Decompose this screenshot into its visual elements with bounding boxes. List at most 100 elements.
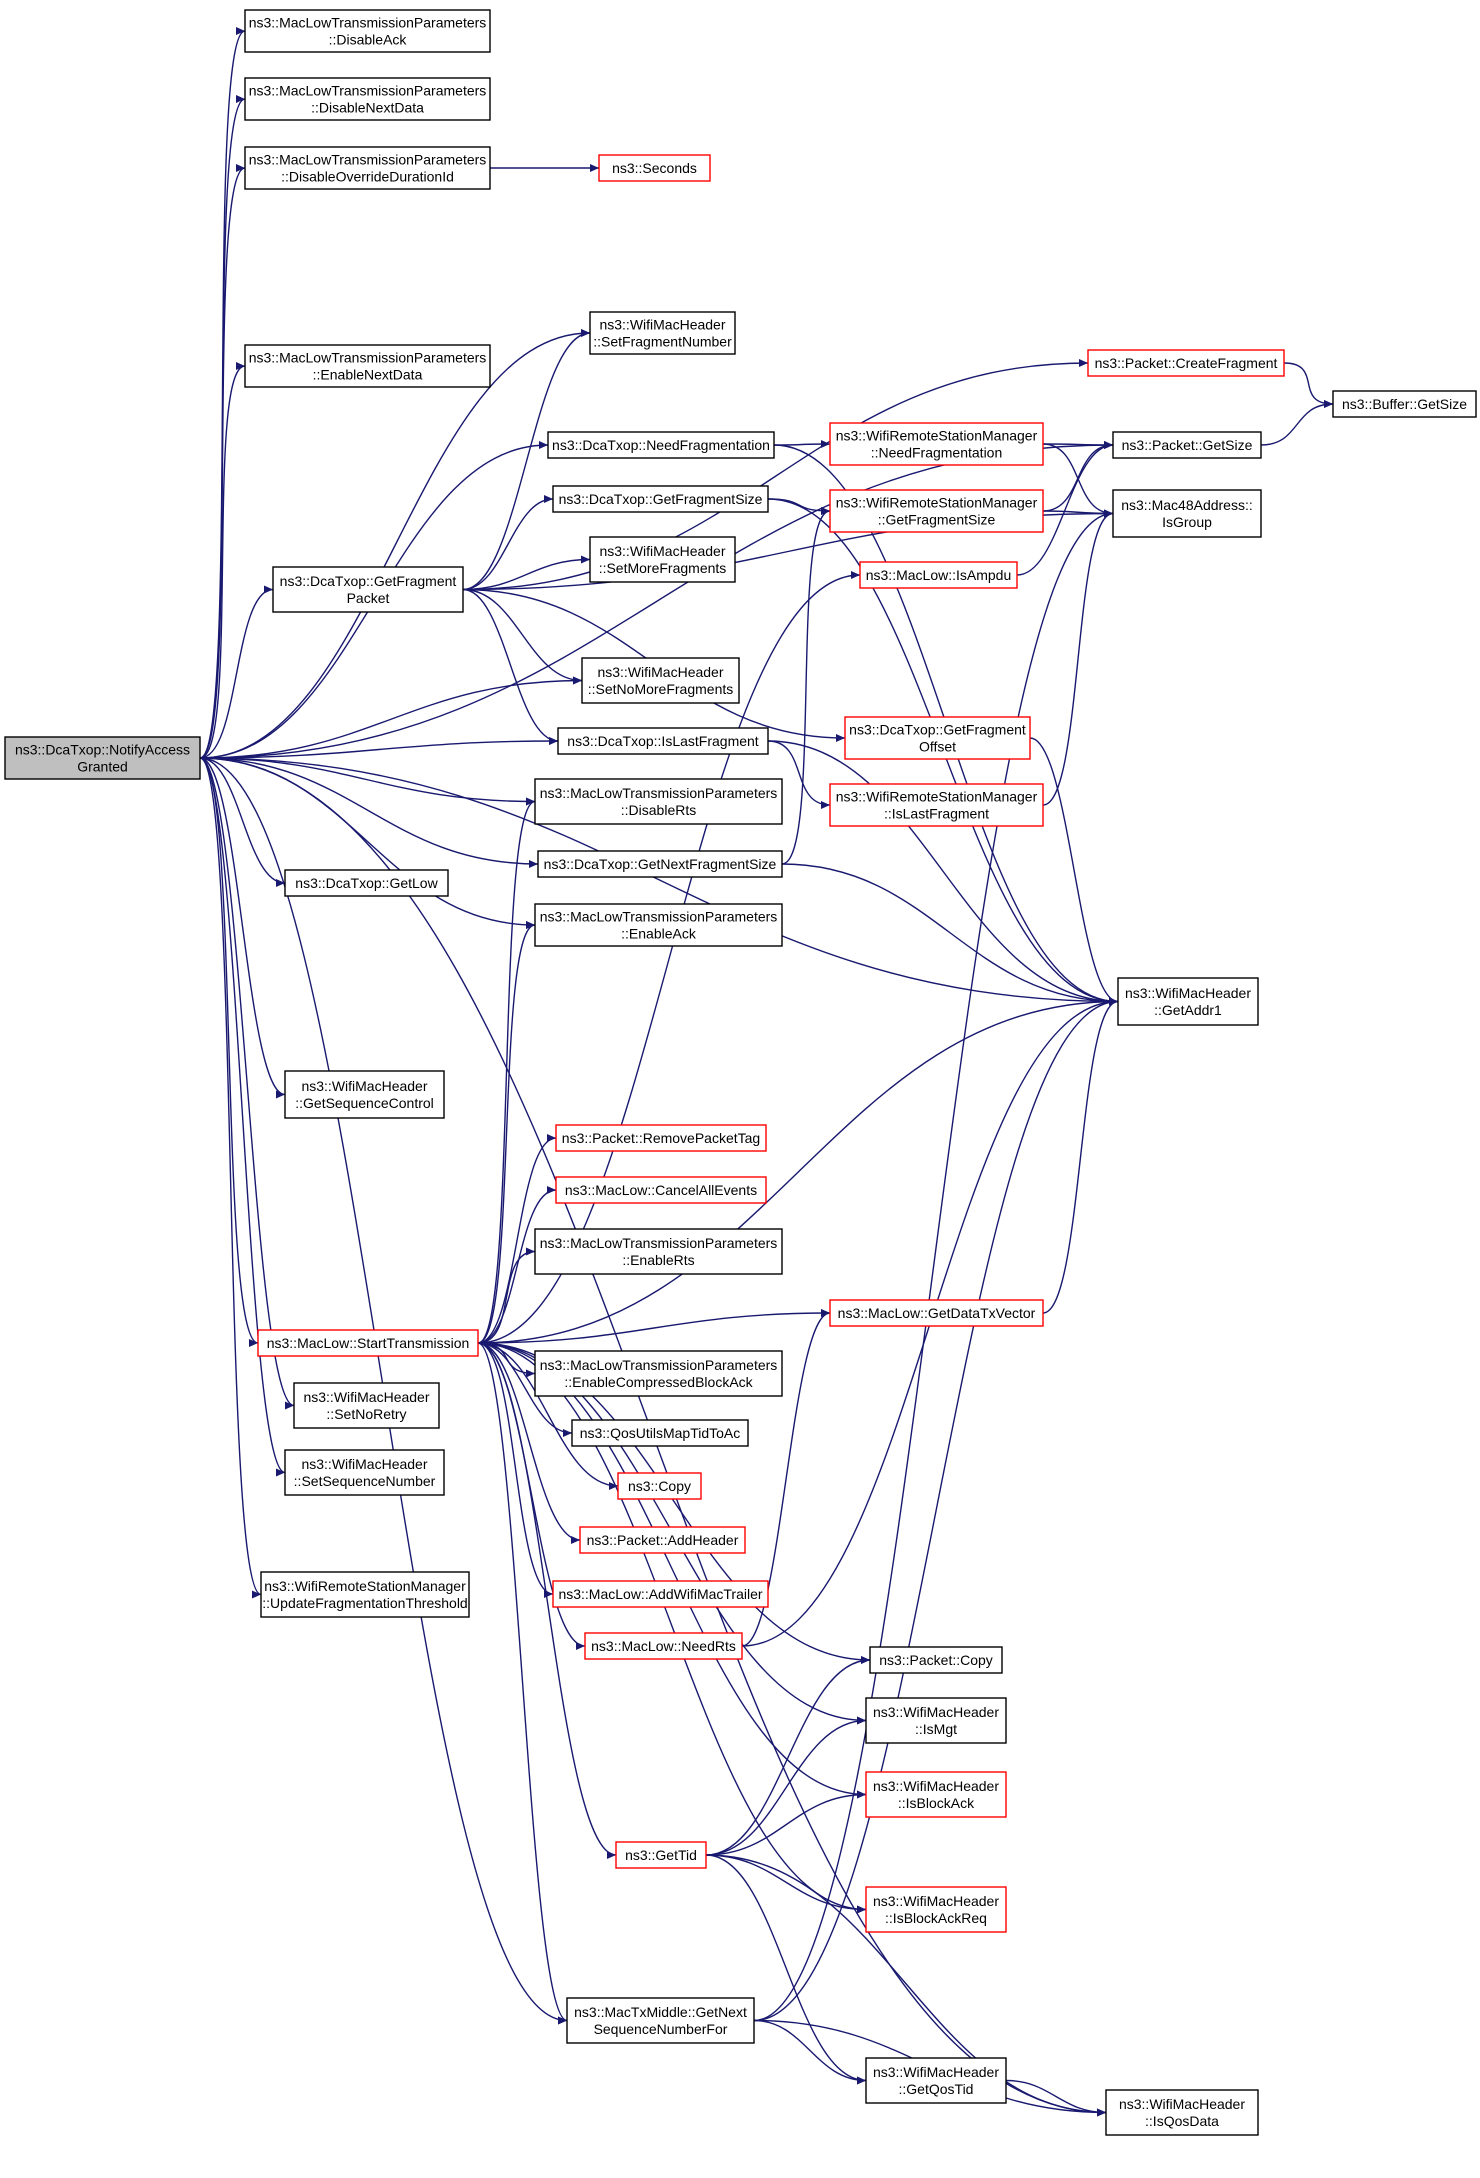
- node-box: [615, 1841, 707, 1869]
- node-bufferGetSize[interactable]: ns3::Buffer::GetSize: [1332, 390, 1477, 418]
- edge-root-to-setNoRetry: [199, 757, 295, 1410]
- node-setMoreFragments[interactable]: ns3::WifiMacHeader::SetMoreFragments: [589, 536, 736, 583]
- node-addWifiMacTrailer[interactable]: ns3::MacLow::AddWifiMacTrailer: [552, 1580, 769, 1608]
- node-box: [829, 489, 1044, 533]
- node-enableRts[interactable]: ns3::MacLowTransmissionParameters::Enabl…: [534, 1228, 783, 1275]
- node-box: [534, 1228, 783, 1275]
- node-isBlockAck[interactable]: ns3::WifiMacHeader::IsBlockAck: [865, 1771, 1007, 1818]
- node-enableNextData[interactable]: ns3::MacLowTransmissionParameters::Enabl…: [244, 344, 491, 388]
- node-getAddr1[interactable]: ns3::WifiMacHeader::GetAddr1: [1117, 977, 1259, 1026]
- node-label-line: ns3::MacLow::AddWifiMacTrailer: [558, 1586, 762, 1602]
- node-needFragmentation[interactable]: ns3::DcaTxop::NeedFragmentation: [547, 431, 775, 459]
- node-disableAck[interactable]: ns3::MacLowTransmissionParameters::Disab…: [244, 9, 491, 53]
- edge-root-to-isLastFragment: [199, 737, 559, 759]
- node-getNextFragmentSize[interactable]: ns3::DcaTxop::GetNextFragmentSize: [537, 850, 783, 878]
- edge-root-to-getFragmentPacket: [199, 585, 274, 759]
- node-disableRts[interactable]: ns3::MacLowTransmissionParameters::Disab…: [534, 778, 783, 825]
- node-label-line: Offset: [919, 739, 956, 755]
- node-label-line: ns3::WifiRemoteStationManager: [264, 1578, 466, 1594]
- node-packetCopy[interactable]: ns3::Packet::Copy: [869, 1646, 1003, 1674]
- node-isLastFragment[interactable]: ns3::DcaTxop::IsLastFragment: [557, 727, 769, 755]
- node-setSequenceNumber[interactable]: ns3::WifiMacHeader::SetSequenceNumber: [284, 1449, 445, 1496]
- node-label-line: IsGroup: [1162, 514, 1212, 530]
- node-disableOverride[interactable]: ns3::MacLowTransmissionParameters::Disab…: [244, 146, 491, 190]
- node-setNoMoreFragments[interactable]: ns3::WifiMacHeader::SetNoMoreFragments: [581, 657, 740, 704]
- node-createFragment[interactable]: ns3::Packet::CreateFragment: [1087, 349, 1285, 377]
- node-box: [865, 1886, 1007, 1933]
- node-label-line: ::DisableAck: [329, 32, 408, 48]
- node-wrsmIsLastFragment[interactable]: ns3::WifiRemoteStationManager::IsLastFra…: [829, 783, 1044, 827]
- node-label-line: ns3::WifiMacHeader: [873, 1778, 999, 1794]
- node-label-line: ns3::MacLowTransmissionParameters: [540, 1357, 778, 1373]
- node-qosUtilsMapTidToAc[interactable]: ns3::QosUtilsMapTidToAc: [571, 1419, 749, 1447]
- node-label-line: ns3::DcaTxop::GetFragment: [280, 573, 457, 589]
- node-label-line: ns3::WifiMacHeader: [597, 664, 723, 680]
- node-label-line: ns3::MacLow::StartTransmission: [267, 1335, 470, 1351]
- edge-getFragmentPacket-to-setMoreFragments: [462, 555, 591, 591]
- node-getTid[interactable]: ns3::GetTid: [615, 1841, 707, 1869]
- node-label-line: ns3::DcaTxop::IsLastFragment: [567, 733, 759, 749]
- node-enableAck[interactable]: ns3::MacLowTransmissionParameters::Enabl…: [534, 903, 783, 947]
- node-label-line: ns3::WifiMacHeader: [873, 1893, 999, 1909]
- node-wrsmNeedFragmentation[interactable]: ns3::WifiRemoteStationManager::NeedFragm…: [829, 422, 1044, 466]
- node-box: [598, 154, 711, 182]
- node-box: [829, 1299, 1044, 1327]
- node-startTransmission[interactable]: ns3::MacLow::StartTransmission: [257, 1329, 479, 1357]
- edge-getNextFragmentSize-to-wrsmGetFragmentSize: [781, 507, 831, 865]
- node-getDataTxVector[interactable]: ns3::MacLow::GetDataTxVector: [829, 1299, 1044, 1327]
- node-copy[interactable]: ns3::Copy: [617, 1472, 702, 1500]
- edge-getFragmentPacket-to-setNoMoreFragments: [462, 588, 583, 685]
- node-isMgt[interactable]: ns3::WifiMacHeader::IsMgt: [865, 1697, 1007, 1744]
- node-label-line: ns3::Mac48Address::: [1121, 497, 1253, 513]
- node-packetGetSize[interactable]: ns3::Packet::GetSize: [1112, 431, 1262, 459]
- edge-startTransmission-to-enableRts: [477, 1247, 536, 1344]
- edge-getDataTxVector-to-getAddr1: [1042, 997, 1119, 1314]
- edge-getFragmentPacket-to-setFragmentNumber: [462, 329, 591, 591]
- node-getLow[interactable]: ns3::DcaTxop::GetLow: [284, 869, 449, 897]
- node-box: [829, 783, 1044, 827]
- node-getQosTid[interactable]: ns3::WifiMacHeader::GetQosTid: [865, 2057, 1007, 2104]
- node-box: [589, 536, 736, 583]
- edge-root-to-startTransmission: [199, 757, 259, 1347]
- node-wrsmGetFragmentSize[interactable]: ns3::WifiRemoteStationManager::GetFragme…: [829, 489, 1044, 533]
- node-enableCompressedBlockAck[interactable]: ns3::MacLowTransmissionParameters::Enabl…: [534, 1350, 783, 1397]
- node-label-line: ns3::MacLowTransmissionParameters: [249, 15, 487, 31]
- edge-isLastFragment-to-wrsmIsLastFragment: [767, 740, 831, 809]
- node-isGroup[interactable]: ns3::Mac48Address::IsGroup: [1112, 489, 1262, 538]
- node-addHeader[interactable]: ns3::Packet::AddHeader: [579, 1526, 746, 1554]
- node-getFragmentSize[interactable]: ns3::DcaTxop::GetFragmentSize: [552, 485, 769, 513]
- node-getSequenceControl[interactable]: ns3::WifiMacHeader::GetSequenceControl: [284, 1070, 445, 1119]
- node-setFragmentNumber[interactable]: ns3::WifiMacHeader::SetFragmentNumber: [589, 311, 736, 355]
- node-needRts[interactable]: ns3::MacLow::NeedRts: [584, 1632, 743, 1660]
- node-label-line: ns3::WifiMacHeader: [599, 543, 725, 559]
- node-getNextSeqNumberFor[interactable]: ns3::MacTxMiddle::GetNextSequenceNumberF…: [566, 1997, 755, 2044]
- node-label-line: ns3::WifiRemoteStationManager: [836, 428, 1038, 444]
- edge-startTransmission-to-removePacketTag: [477, 1134, 557, 1344]
- node-label-line: ns3::MacLow::CancelAllEvents: [565, 1182, 757, 1198]
- node-box: [547, 431, 775, 459]
- node-cancelAllEvents[interactable]: ns3::MacLow::CancelAllEvents: [555, 1176, 767, 1204]
- edge-getTid-to-isBlockAck: [705, 1790, 867, 1856]
- node-layer: ns3::DcaTxop::NotifyAccessGrantedns3::Ma…: [4, 9, 1477, 2136]
- node-label-line: ::NeedFragmentation: [871, 445, 1003, 461]
- node-setNoRetry[interactable]: ns3::WifiMacHeader::SetNoRetry: [293, 1382, 440, 1429]
- node-box: [244, 77, 491, 121]
- edge-root-to-getLow: [199, 757, 286, 887]
- edge-getNextSeqNumberFor-to-getAddr1: [753, 997, 1119, 2022]
- node-updateFragThreshold[interactable]: ns3::WifiRemoteStationManager::UpdateFra…: [260, 1571, 470, 1618]
- edge-getFragmentPacket-to-isLastFragment: [462, 588, 559, 745]
- node-seconds[interactable]: ns3::Seconds: [598, 154, 711, 182]
- node-isAmpdu[interactable]: ns3::MacLow::IsAmpdu: [859, 561, 1018, 589]
- edge-createFragment-to-bufferGetSize: [1283, 362, 1334, 408]
- node-label-line: ns3::MacTxMiddle::GetNext: [574, 2004, 747, 2020]
- node-isBlockAckReq[interactable]: ns3::WifiMacHeader::IsBlockAckReq: [865, 1886, 1007, 1933]
- edge-getTid-to-isBlockAckReq: [705, 1854, 867, 1914]
- node-isQosData[interactable]: ns3::WifiMacHeader::IsQosData: [1105, 2089, 1259, 2136]
- edge-startTransmission-to-cancelAllEvents: [477, 1186, 557, 1344]
- node-label-line: ns3::DcaTxop::NeedFragmentation: [552, 437, 770, 453]
- node-removePacketTag[interactable]: ns3::Packet::RemovePacketTag: [555, 1124, 767, 1152]
- node-disableNextData[interactable]: ns3::MacLowTransmissionParameters::Disab…: [244, 77, 491, 121]
